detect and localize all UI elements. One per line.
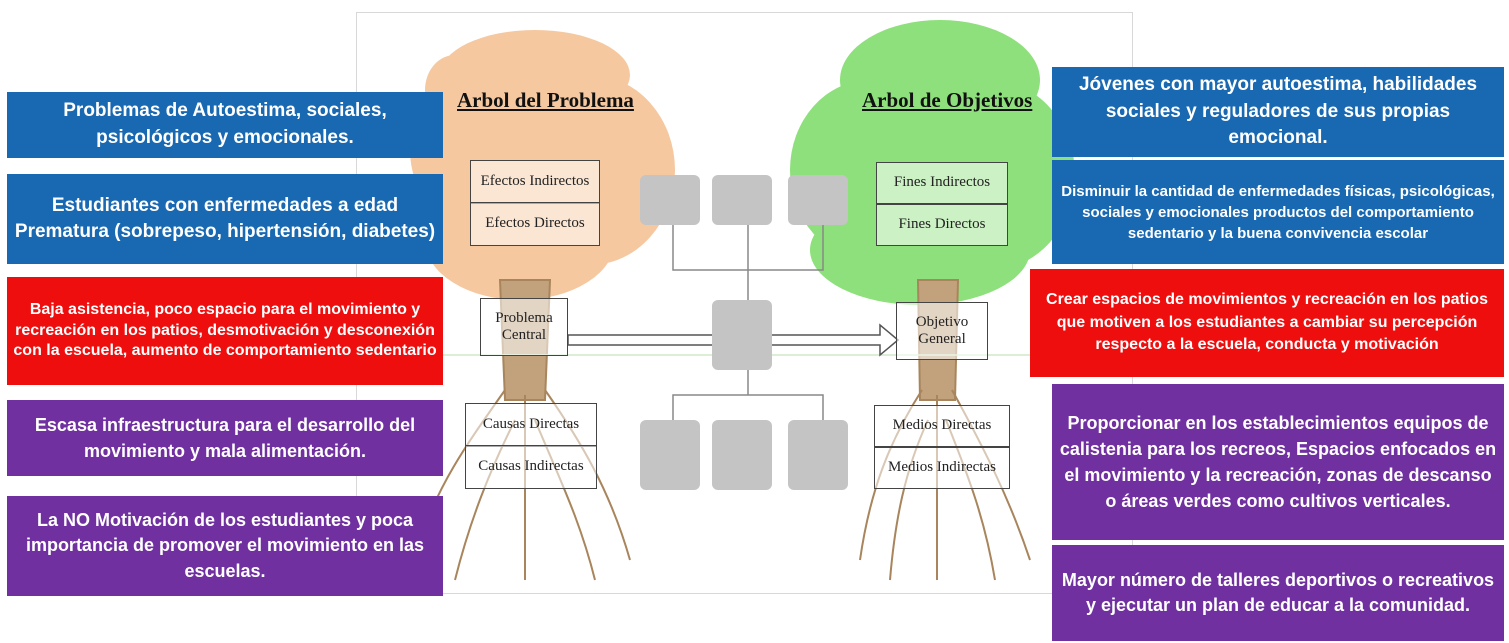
general-objective-box: Objetivo General [896, 302, 988, 360]
effects-indirect-box: Efectos Indirectos [470, 160, 600, 204]
means-indirect-box: Medios Indirectas [874, 447, 1010, 489]
effect-box-1 [640, 175, 700, 225]
cause-box-3 [788, 420, 848, 490]
left-label-self-esteem-problems: Problemas de Autoestima, sociales, psico… [7, 92, 443, 158]
right-label-provide-equipment: Proporcionar en los establecimientos equ… [1052, 384, 1504, 540]
effect-box-3 [788, 175, 848, 225]
left-label-no-motivation: La NO Motivación de los estudiantes y po… [7, 496, 443, 596]
means-direct-box: Medios Directas [874, 405, 1010, 447]
cause-box-1 [640, 420, 700, 490]
problem-box [712, 300, 772, 370]
right-label-higher-self-esteem: Jóvenes con mayor autoestima, habilidade… [1052, 67, 1504, 157]
right-label-more-workshops: Mayor número de talleres deportivos o re… [1052, 545, 1504, 641]
effect-box-2 [712, 175, 772, 225]
causes-direct-box: Causas Directas [465, 403, 597, 447]
right-label-create-spaces: Crear espacios de movimientos y recreaci… [1030, 269, 1504, 377]
left-label-early-diseases: Estudiantes con enfermedades a edad Prem… [7, 174, 443, 264]
left-label-low-attendance: Baja asistencia, poco espacio para el mo… [7, 277, 443, 385]
cause-box-2 [712, 420, 772, 490]
right-label-reduce-diseases: Disminuir la cantidad de enfermedades fí… [1052, 160, 1504, 264]
causes-indirect-box: Causas Indirectas [465, 445, 597, 489]
central-problem-box: Problema Central [480, 298, 568, 356]
left-label-scarce-infrastructure: Escasa infraestructura para el desarroll… [7, 400, 443, 476]
objective-tree-title: Arbol de Objetivos [862, 88, 1033, 112]
ends-indirect-box: Fines Indirectos [876, 162, 1008, 204]
ends-direct-box: Fines Directos [876, 204, 1008, 246]
effects-direct-box: Efectos Directos [470, 202, 600, 246]
problem-tree-title: Arbol del Problema [457, 88, 634, 112]
